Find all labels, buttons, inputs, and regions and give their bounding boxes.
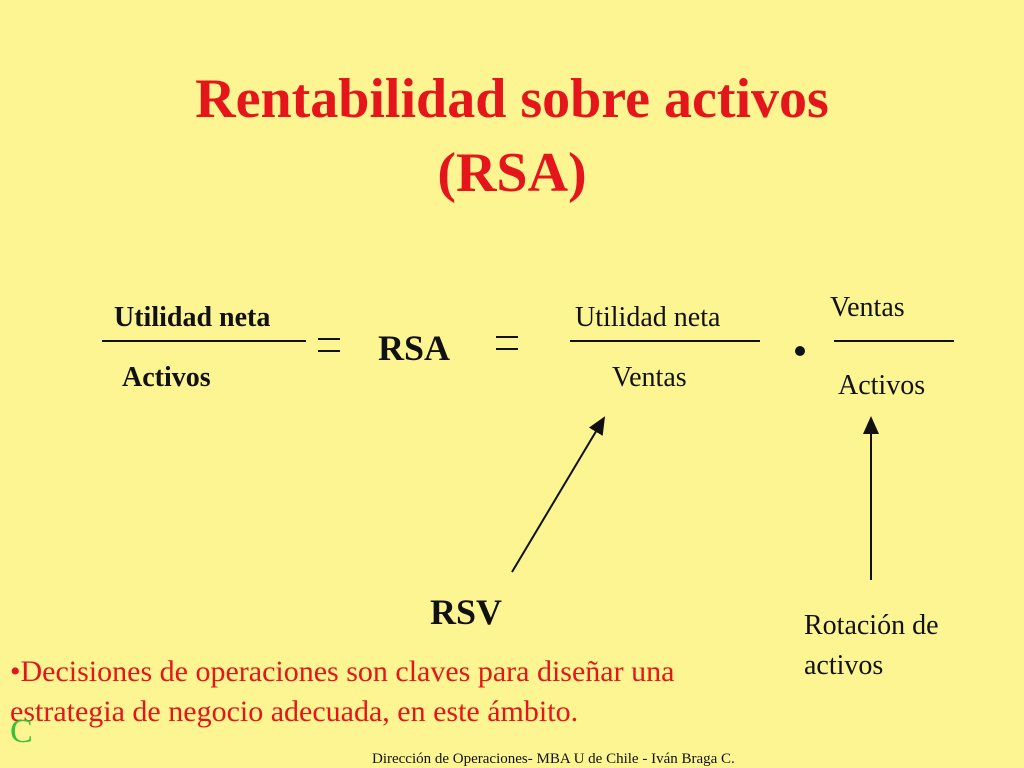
- slide-title: Rentabilidad sobre activos (RSA): [0, 62, 1024, 210]
- rsv-arrow: [511, 416, 606, 573]
- multiplication-dot: [795, 346, 805, 356]
- rsa-label: RSA: [378, 328, 451, 368]
- rotation-label-line-2: activos: [804, 650, 884, 681]
- rotation-label-line-1: Rotación de: [804, 610, 939, 641]
- note-mark: C: [10, 713, 33, 750]
- bullet-note: •Decisiones de operaciones son claves pa…: [10, 655, 675, 728]
- right-numerator: Ventas: [830, 292, 905, 323]
- title-line-1: Rentabilidad sobre activos: [195, 68, 829, 130]
- middle-numerator: Utilidad neta: [575, 302, 721, 333]
- equals-sign-1: [318, 338, 340, 352]
- equals-sign-2: [496, 336, 518, 350]
- footer: Dirección de Operaciones- MBA U de Chile…: [372, 751, 735, 767]
- middle-denominator: Ventas: [612, 362, 687, 393]
- rsv-label: RSV: [430, 592, 503, 632]
- middle-fraction-bar: [570, 340, 760, 342]
- left-denominator: Activos: [122, 362, 211, 393]
- right-denominator: Activos: [838, 370, 926, 401]
- right-fraction-bar: [834, 340, 954, 342]
- left-fraction-bar: [102, 340, 306, 342]
- left-numerator: Utilidad neta: [114, 302, 271, 333]
- title-line-2: (RSA): [437, 142, 587, 204]
